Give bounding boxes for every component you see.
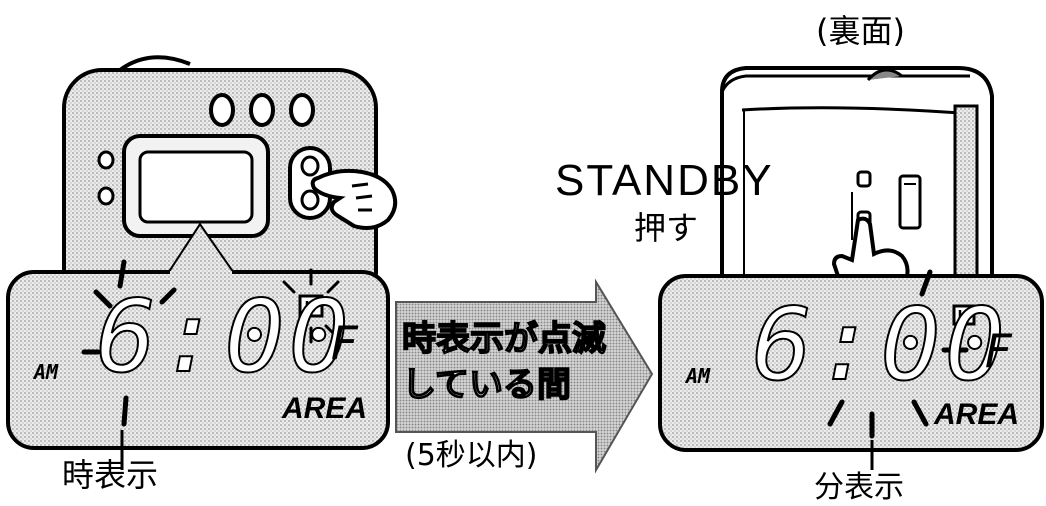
right-lcd-band: F	[984, 324, 1012, 378]
left-lcd-ampm: AM	[34, 360, 59, 384]
right-lcd-time: 6:00	[751, 285, 1009, 404]
left-lcd-time: 6:00	[95, 277, 353, 396]
minute-display-label: 分表示	[814, 470, 904, 505]
back-side-label: (裏面)	[816, 12, 905, 50]
pointing-hand-icon	[310, 168, 398, 230]
hour-blink-rays	[81, 259, 177, 427]
left-device-body	[62, 55, 378, 312]
hour-display-label: 時表示	[62, 456, 159, 494]
arrow-caption: 時表示が点滅 している間	[401, 316, 632, 408]
right-lcd-panel	[658, 274, 1044, 452]
arrow-caption-line2: している間	[401, 364, 571, 406]
right-lcd-ampm: AM	[686, 364, 711, 388]
alarm-clock-icon	[282, 268, 340, 344]
push-label: 押す	[634, 209, 699, 247]
standby-label: STANDBY	[555, 156, 774, 205]
arrow-caption-line1: 時表示が点滅	[401, 318, 607, 360]
minute-blink-rays	[827, 269, 969, 439]
right-lcd-area: AREA	[934, 398, 1020, 431]
alarm-clock-icon	[952, 304, 976, 326]
left-lcd-area: AREA	[282, 392, 368, 425]
within-5-seconds-label: (5秒以内)	[405, 438, 538, 473]
left-lcd-band: F	[330, 316, 358, 370]
transition-arrow	[395, 278, 654, 474]
left-lcd-panel	[6, 226, 390, 450]
